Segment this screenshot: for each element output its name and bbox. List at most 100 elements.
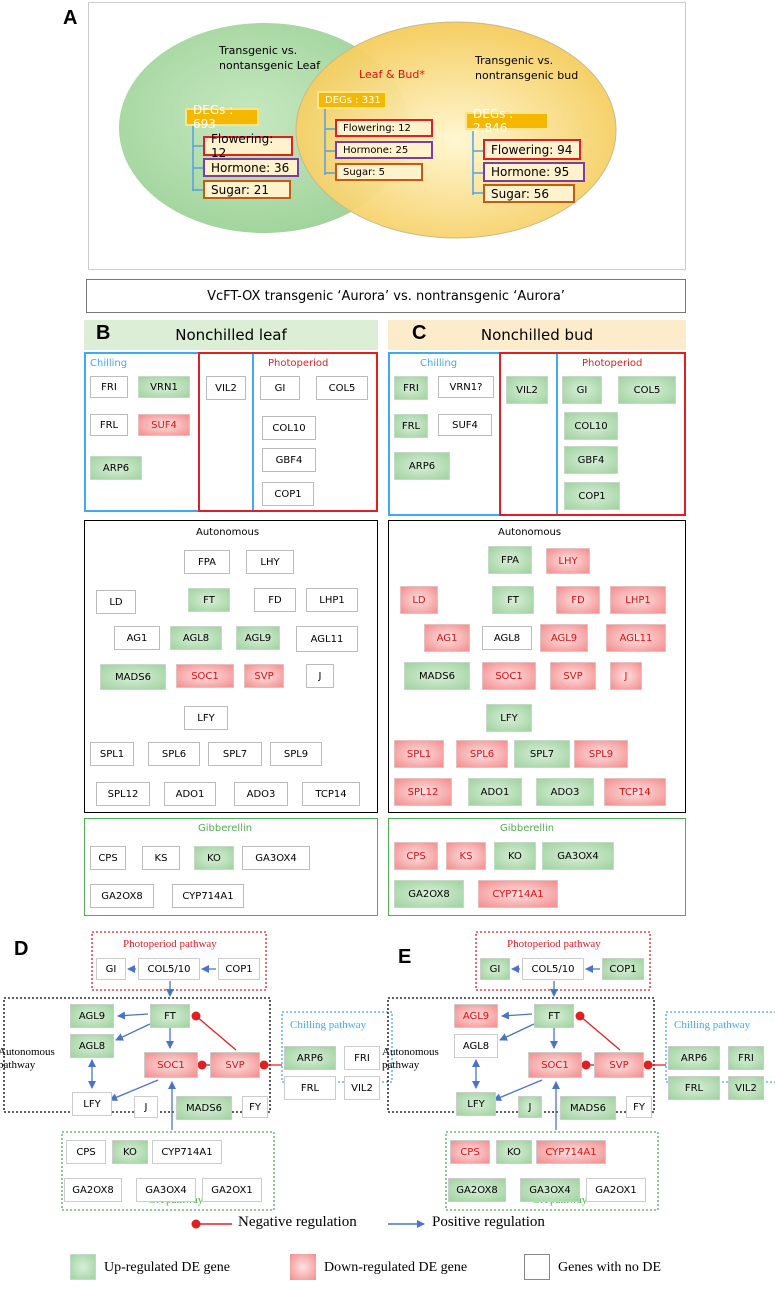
panel-c-gene-frl: FRL — [394, 414, 428, 438]
panel-c-gene-soc1: SOC1 — [482, 662, 536, 690]
panel-d-autonomous-label: Autonomous pathway — [0, 1046, 55, 1071]
legend-up-swatch — [70, 1254, 96, 1280]
panel-c-gibberellin-label: Gibberellin — [500, 823, 555, 834]
panel-d-node-gi: GI — [96, 958, 126, 980]
venn-left-hormone: Hormone: 36 — [203, 158, 299, 177]
panel-e-node-col510: COL5/10 — [522, 958, 584, 980]
panel-b-gene-col5: COL5 — [316, 376, 368, 400]
panel-d-node-soc1: SOC1 — [144, 1052, 198, 1078]
venn-left-title: Transgenic vs. nontansgenic Leaf — [219, 44, 321, 72]
panel-c-gene-ko: KO — [494, 842, 536, 870]
panel-b-gene-suf4: SUF4 — [138, 414, 190, 436]
panel-d-node-cop1: COP1 — [218, 958, 260, 980]
panel-c-chilling-label: Chilling — [420, 358, 458, 369]
panel-c-gene-svp: SVP — [550, 662, 596, 690]
panel-c-gene-suf4: SUF4 — [438, 414, 492, 436]
panel-d-node-mads6: MADS6 — [176, 1096, 232, 1120]
panel-c-photoperiod-label: Photoperiod — [582, 358, 643, 369]
panel-d-node-j: J — [134, 1096, 158, 1118]
panel-d-neg-svp-ft — [195, 1015, 237, 1051]
panel-b-gene-spl1: SPL1 — [90, 742, 134, 766]
panel-b-gene-frl: FRL — [90, 414, 128, 436]
panel-b-gene-vil2: VIL2 — [206, 376, 246, 400]
panel-c-chilling-frame — [388, 352, 558, 516]
panel-e-node-frl: FRL — [668, 1076, 720, 1100]
panel-c-gene-cyp714a1: CYP714A1 — [478, 880, 558, 908]
panel-c-autonomous-label: Autonomous — [498, 527, 562, 538]
panel-b-photoperiod-frame — [198, 352, 378, 512]
panel-b-gene-lhp1: LHP1 — [306, 588, 358, 612]
panel-c-gene-ga3ox4: GA3OX4 — [542, 842, 614, 870]
panel-d-arrow-ft-agl8 — [115, 1023, 151, 1041]
panel-c-gene-vrn1: VRN1? — [438, 376, 494, 398]
panel-b-gene-ks: KS — [142, 846, 180, 870]
panel-c-gene-gbf4: GBF4 — [564, 446, 618, 474]
panel-b-gene-ld: LD — [96, 590, 136, 614]
panel-c-gene-spl1: SPL1 — [394, 740, 444, 768]
panel-c-gene-mads6: MADS6 — [404, 662, 470, 690]
panel-e-neg-svp-soc1-dot — [581, 1060, 591, 1070]
panel-b-gene-col10: COL10 — [262, 416, 316, 440]
panel-e-node-fy: FY — [626, 1096, 652, 1118]
panel-label-d: D — [14, 938, 29, 960]
panel-b-gene-spl6: SPL6 — [148, 742, 200, 766]
panel-e-ga-frame — [445, 1131, 659, 1211]
panel-b-gene-gi: GI — [260, 376, 300, 400]
panel-d-arrow-soc1-lfy — [109, 1079, 159, 1101]
panel-d-chilling-frame — [281, 1011, 393, 1083]
panel-d-node-ga2ox8: GA2OX8 — [64, 1178, 122, 1202]
panel-b-gene-agl9: AGL9 — [236, 626, 280, 650]
panel-c-gene-fri: FRI — [394, 376, 428, 400]
panel-b-gene-ft: FT — [188, 588, 230, 612]
panel-b-gene-j: J — [306, 664, 334, 688]
panel-label-b-front: B — [96, 322, 111, 344]
panel-e-neg-svp-ft-dot — [575, 1011, 585, 1021]
panel-e-node-ft: FT — [534, 1004, 574, 1028]
negative-regulation-marker — [191, 1219, 201, 1229]
panel-c-gene-ks: KS — [446, 842, 486, 870]
panel-d-chilling-label: Chilling pathway — [290, 1019, 367, 1031]
panel-d-photoperiod-label: Photoperiod pathway — [123, 938, 217, 950]
panel-b-gene-agl11: AGL11 — [296, 626, 358, 652]
panel-c-gene-gi: GI — [562, 376, 602, 404]
panel-c-gene-spl9: SPL9 — [574, 740, 628, 768]
panel-b-chilling-frame — [84, 352, 254, 512]
panel-c-gibberellin-frame — [388, 818, 686, 916]
panel-b-gene-gbf4: GBF4 — [262, 448, 316, 472]
panel-b-gene-svp: SVP — [244, 664, 284, 688]
panel-e-arrow-ft-agl8 — [499, 1023, 535, 1041]
panel-d-arrow-ft-agl9 — [117, 1011, 149, 1020]
venn-center-flowering: Flowering: 12 — [335, 119, 433, 137]
panel-e-node-mads6: MADS6 — [560, 1096, 616, 1120]
panel-c-gene-ado3: ADO3 — [536, 778, 594, 806]
legend-up: Up-regulated DE gene — [104, 1260, 230, 1275]
panel-c-gene-spl6: SPL6 — [456, 740, 508, 768]
venn-right-sugar: Sugar: 56 — [483, 184, 575, 203]
panel-b-gene-soc1: SOC1 — [176, 664, 234, 688]
venn-left-sugar: Sugar: 21 — [203, 180, 291, 199]
panel-b-gene-agl8: AGL8 — [170, 626, 222, 650]
panel-b-gene-lfy: LFY — [184, 706, 228, 730]
panel-e-node-soc1: SOC1 — [528, 1052, 582, 1078]
panel-b-gene-cps: CPS — [90, 846, 126, 870]
panel-label-e: E — [398, 946, 412, 968]
panel-e-node-agl8: AGL8 — [454, 1034, 498, 1058]
panel-c-gene-fpa: FPA — [488, 546, 532, 574]
panel-c-gene-lhp1: LHP1 — [610, 586, 666, 614]
panel-b-gene-ag1: AG1 — [114, 626, 160, 650]
panel-e-node-arp6: ARP6 — [668, 1046, 720, 1070]
venn-right-hormone: Hormone: 95 — [483, 162, 585, 182]
venn-center-title: Leaf & Bud* — [359, 68, 425, 81]
panel-c-gene-agl8: AGL8 — [482, 626, 532, 650]
panel-c-gene-col10: COL10 — [564, 412, 618, 440]
panel-d-node-ko: KO — [112, 1140, 148, 1164]
panel-e-node-cop1: COP1 — [602, 958, 644, 980]
panel-b-gene-fd: FD — [254, 588, 296, 612]
panel-b-gene-fpa: FPA — [184, 550, 230, 574]
panel-c-title: Nonchilled bud — [388, 320, 686, 350]
panel-e-autonomous-label: Autonomous pathway — [382, 1046, 439, 1071]
panel-e-node-cyp714a1: CYP714A1 — [536, 1140, 606, 1164]
panel-e-arrow-soc1-lfy — [493, 1079, 543, 1101]
panel-c-gene-col5: COL5 — [618, 376, 676, 404]
panel-b-chilling-label: Chilling — [90, 358, 128, 369]
